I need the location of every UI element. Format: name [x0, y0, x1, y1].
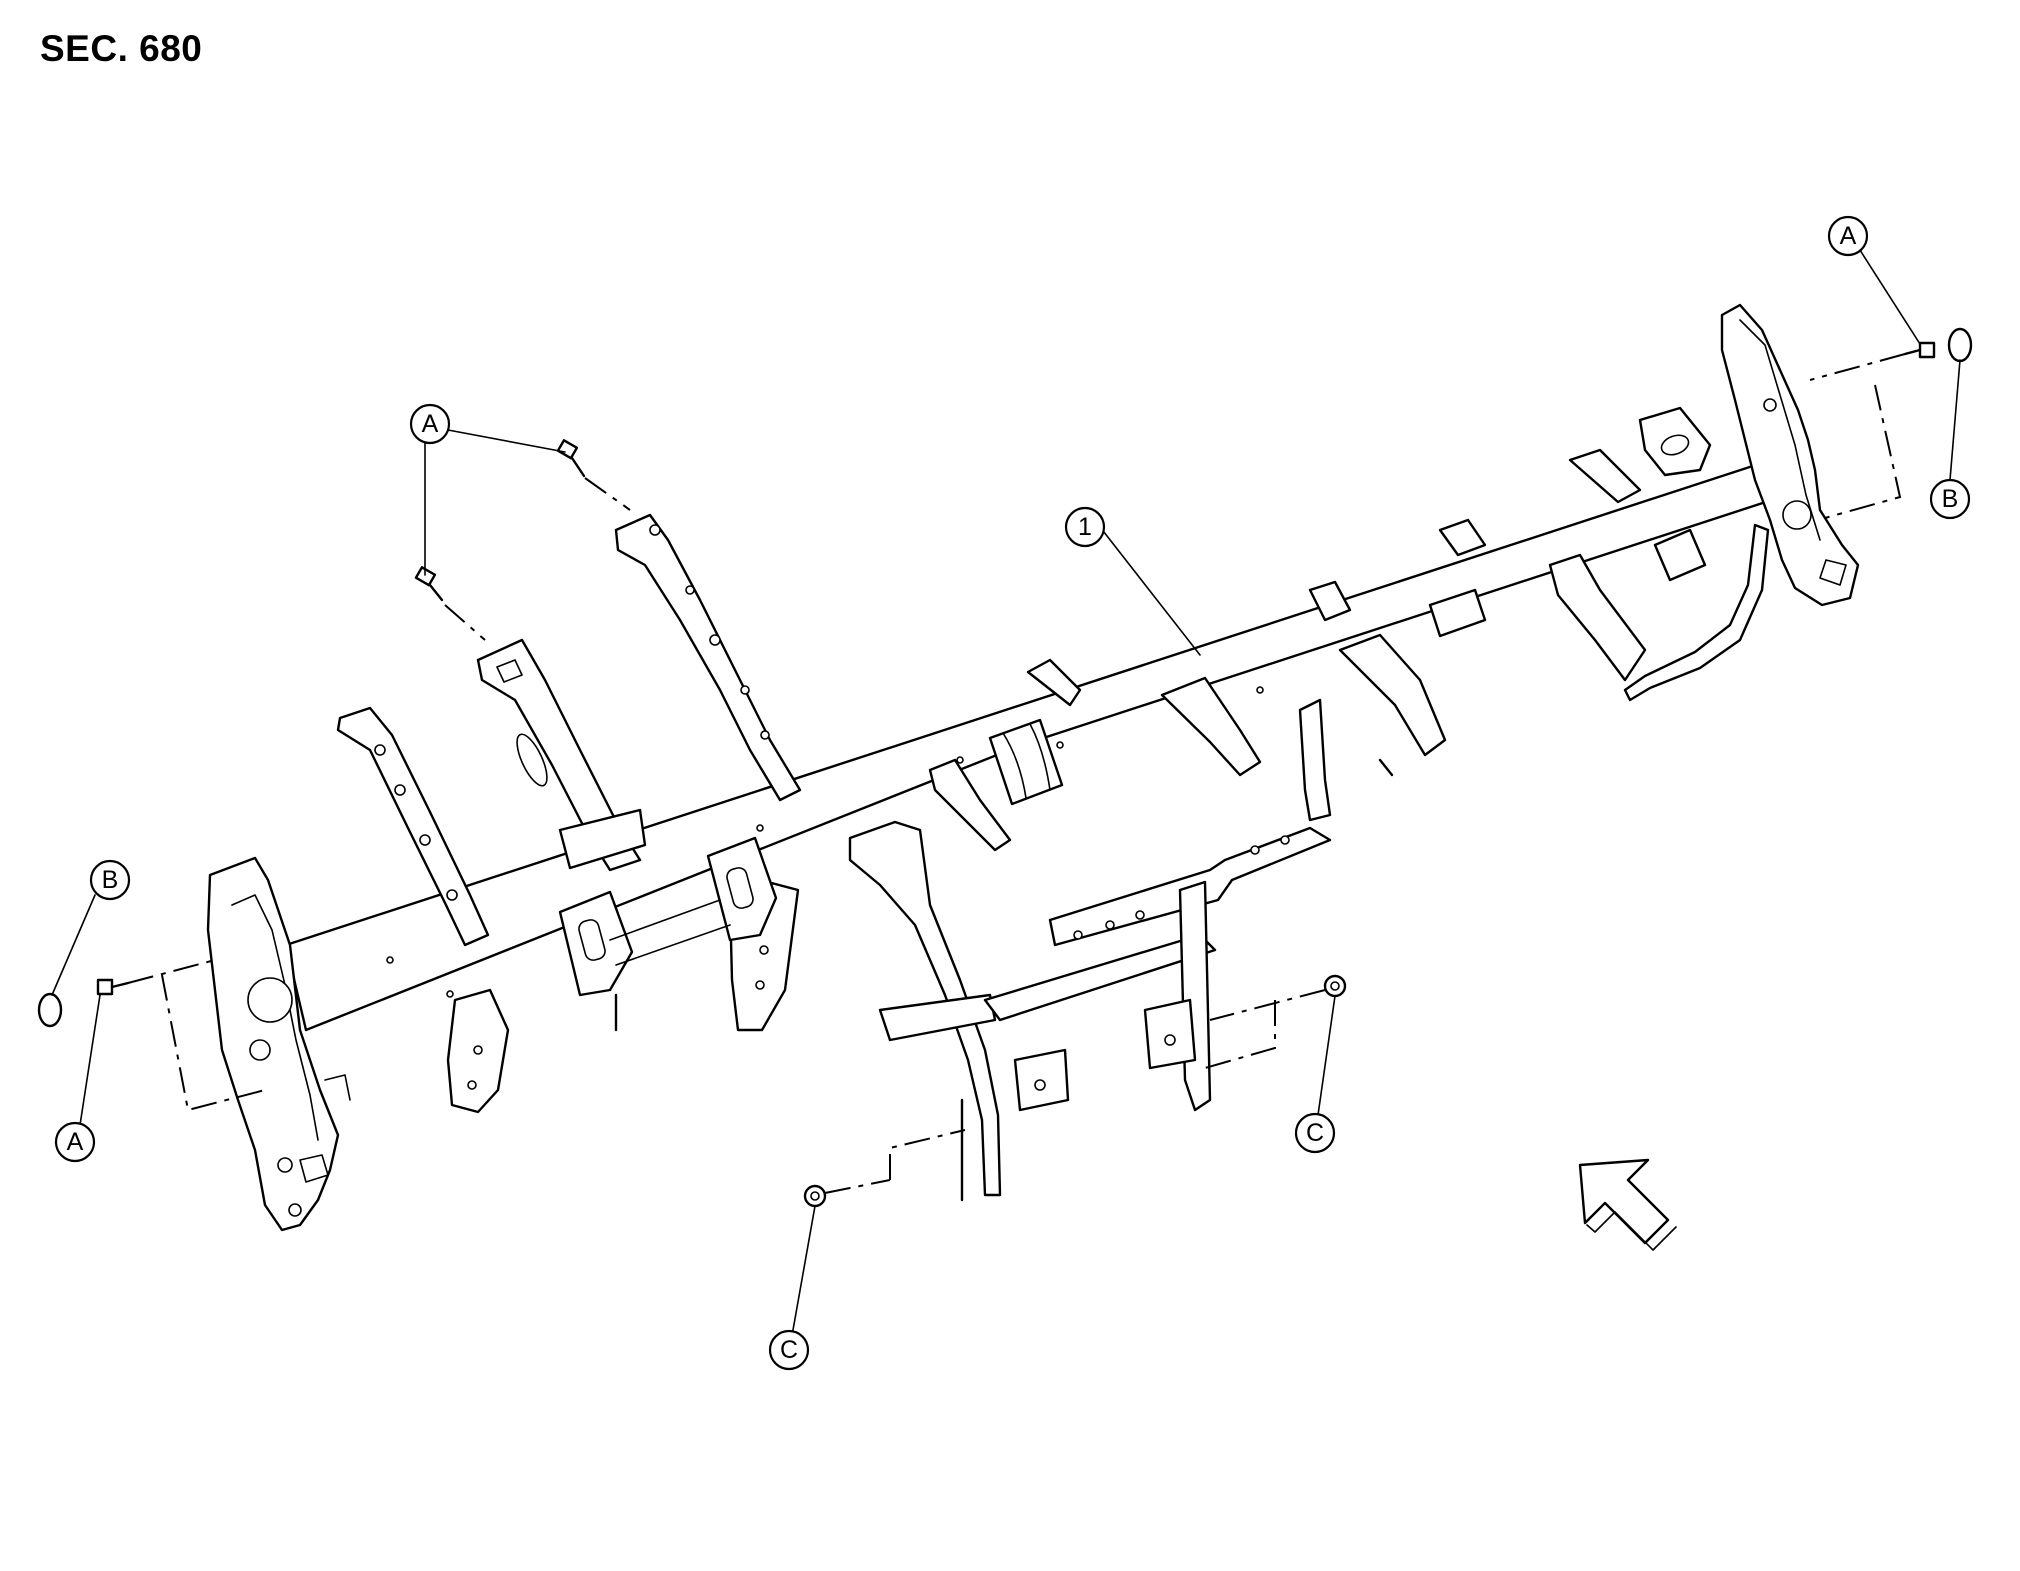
- front-direction-arrow-icon: [1578, 1158, 1677, 1251]
- assembly-lines: [127, 353, 1906, 1194]
- bolt-icon: [556, 439, 586, 478]
- svg-text:A: A: [422, 410, 439, 438]
- right-lower-frame: [983, 698, 1332, 1112]
- left-side-bracket: [206, 856, 351, 1232]
- svg-text:B: B: [1942, 485, 1959, 513]
- tube-brackets: [1026, 406, 1712, 777]
- nut-icon: [803, 1184, 827, 1208]
- leader-lines: [51, 246, 1961, 1331]
- bolt-icon: [96, 978, 130, 996]
- svg-text:A: A: [1840, 222, 1857, 250]
- callout-a-top-left: A: [409, 403, 451, 445]
- washer-icon: [37, 992, 63, 1028]
- callout-c-right: C: [1294, 1112, 1336, 1154]
- page-title: SEC. 680: [40, 28, 203, 69]
- svg-text:1: 1: [1078, 513, 1092, 541]
- left-stays: [336, 513, 802, 1114]
- callout-c-center: C: [768, 1329, 810, 1371]
- svg-text:C: C: [780, 1336, 798, 1364]
- svg-text:B: B: [102, 866, 119, 894]
- bolt-icon: [414, 566, 444, 602]
- right-side-bracket: [1623, 303, 1860, 702]
- callout-b-right: B: [1929, 478, 1971, 520]
- callout-b-left: B: [89, 859, 131, 901]
- center-stay: [848, 758, 1070, 1202]
- center-mounting-blocks: [558, 836, 778, 1032]
- washer-icon: [1947, 327, 1973, 363]
- svg-text:C: C: [1306, 1119, 1324, 1147]
- svg-text:A: A: [67, 1128, 84, 1156]
- steering-member-tube: [284, 459, 1784, 1032]
- bolt-icon: [1903, 341, 1936, 359]
- callout-a-top-right: A: [1827, 215, 1869, 257]
- nut-icon: [1323, 974, 1347, 998]
- callout-a-left: A: [54, 1121, 96, 1163]
- callout-1: 1: [1064, 506, 1106, 548]
